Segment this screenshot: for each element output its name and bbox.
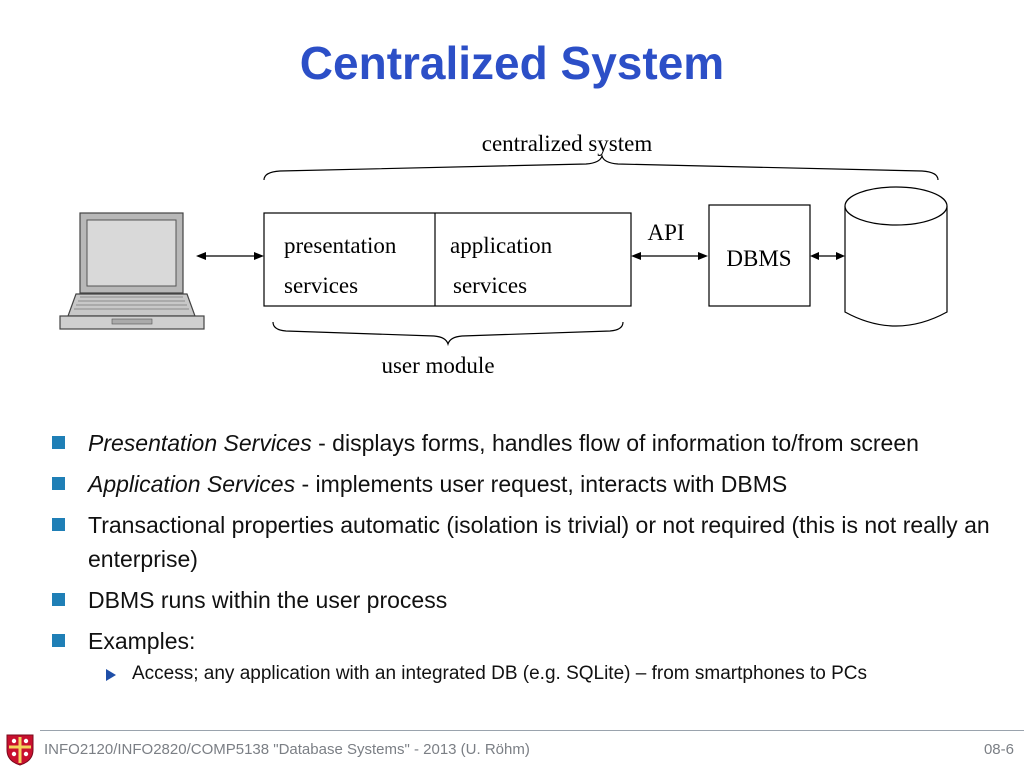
centralized-system-brace [263,153,939,181]
bullet-text: - displays forms, handles flow of inform… [311,430,919,456]
bullet-text: Transactional properties automatic (isol… [88,512,990,572]
bullet-text: Examples: [88,628,196,654]
dbms-to-database-arrow [810,252,845,260]
centralized-system-diagram: centralized system presentation services… [59,131,948,378]
dbms-box [708,204,811,307]
bullet-text: - implements user request, interacts wit… [295,471,788,497]
sub-bullet-item: Access; any application with an integrat… [52,661,1017,687]
bullet-square-icon [52,436,65,449]
slide-title: Centralized System [299,37,725,89]
footer: INFO2120/INFO2820/COMP5138 "Database Sys… [0,730,1024,768]
user-module-brace [272,321,624,347]
footer-course-text: INFO2120/INFO2820/COMP5138 "Database Sys… [44,741,530,758]
triangle-bullet-icon [106,669,116,681]
presentation-services-line2: services [284,273,358,298]
bullet-list: Presentation Services - displays forms, … [52,426,1017,687]
bullet-square-icon [52,518,65,531]
centralized-system-label: centralized system [482,131,653,156]
user-module-box [263,212,632,307]
bullet-square-icon [52,477,65,490]
application-services-line1: application [450,233,553,258]
bullet-item: Application Services - implements user r… [52,467,1017,501]
bullet-item: Presentation Services - displays forms, … [52,426,1017,460]
api-label: API [647,220,684,245]
laptop-to-user-module-arrow [196,252,264,260]
sub-bullet-text: Access; any application with an integrat… [132,663,868,684]
database-cylinder-icon [844,186,948,327]
bullet-square-icon [52,634,65,647]
laptop-icon [59,212,205,330]
api-arrow [631,252,708,260]
bullet-item: Transactional properties automatic (isol… [52,508,1017,576]
bullet-term: Application Services [88,471,296,497]
user-module-label: user module [381,353,494,378]
university-crest-icon [6,734,34,766]
footer-divider [40,730,1024,731]
page-number: 08-6 [983,741,1014,758]
bullet-term: Presentation Services [88,430,312,456]
dbms-label: DBMS [726,246,791,271]
bullet-square-icon [52,593,65,606]
bullet-text: DBMS runs within the user process [88,587,448,613]
bullet-item: DBMS runs within the user process [52,583,1017,617]
bullet-item: Examples: [52,624,1017,658]
application-services-line2: services [453,273,527,298]
presentation-services-line1: presentation [284,233,397,258]
